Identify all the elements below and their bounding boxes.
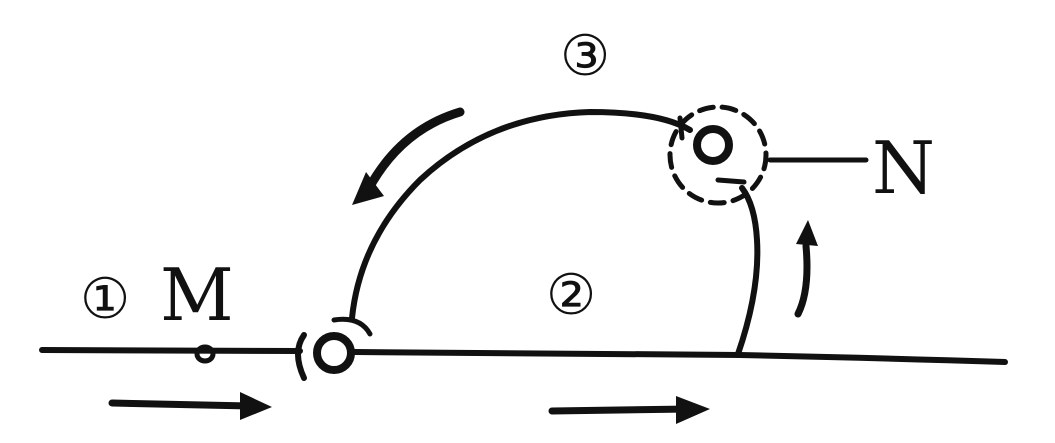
label-road-2: ② xyxy=(546,263,596,328)
point-m-node xyxy=(194,344,216,364)
lower-left-arrow xyxy=(108,392,272,420)
right-up-arrow xyxy=(794,220,818,318)
arc-arrow-shaft xyxy=(363,107,465,195)
left-junction xyxy=(295,316,373,381)
upper-arc xyxy=(349,109,693,321)
label-road-3: ③ xyxy=(560,24,610,89)
lower-mid-arrow xyxy=(548,396,710,424)
right-branch xyxy=(735,185,761,357)
lower-mid-arrow-head xyxy=(676,396,710,424)
left-junction-bracket-top xyxy=(331,316,373,337)
left-junction-bracket-left xyxy=(295,332,307,381)
n-node-tick-left xyxy=(677,115,685,141)
main-line xyxy=(39,347,1008,365)
lower-left-arrow-shaft xyxy=(108,399,254,410)
n-node-inner-ring xyxy=(693,125,733,165)
arc-direction-arrow xyxy=(352,107,465,205)
right-arrow-head xyxy=(796,220,818,246)
label-point-m: M xyxy=(160,253,234,337)
lower-mid-arrow-shaft xyxy=(548,405,694,415)
label-road-1: ① xyxy=(80,267,130,332)
arc-arrow-head xyxy=(352,172,384,205)
label-point-n: N xyxy=(872,126,935,210)
n-node-dashed-ring xyxy=(667,104,769,206)
n-node-tick-bottom xyxy=(715,177,747,185)
lower-left-arrow-head xyxy=(240,392,272,420)
right-arrow-shaft xyxy=(794,242,811,318)
left-junction-ring xyxy=(313,332,355,374)
point-n-node xyxy=(667,104,769,206)
